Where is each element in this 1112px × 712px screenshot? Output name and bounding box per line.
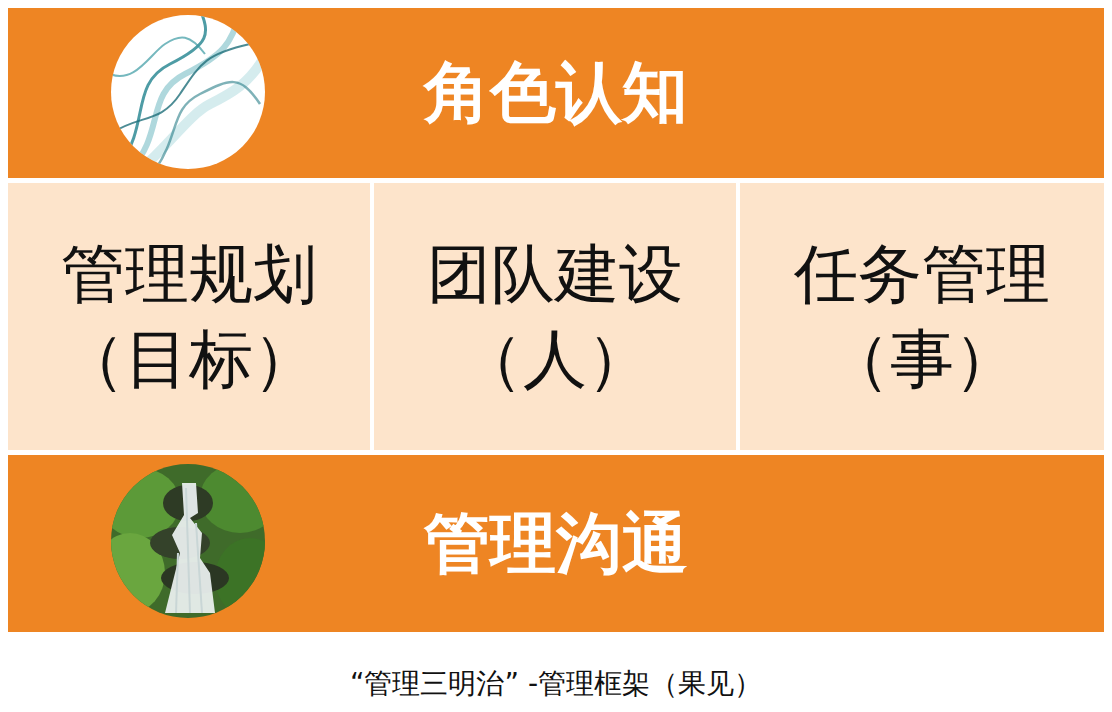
node-title: 团队建设 — [427, 232, 683, 316]
content-cell: 团队建设（人） — [374, 183, 736, 450]
node-title: 角色认知 — [424, 53, 688, 132]
node-subtitle: （人） — [459, 317, 651, 401]
node-subtitle: （事） — [826, 317, 1018, 401]
content-cell: 任务管理（事） — [740, 183, 1104, 450]
content-cell: 管理规划（目标） — [8, 183, 370, 450]
node-subtitle: （目标） — [61, 317, 317, 401]
header-band: 角色认知 — [8, 8, 1104, 178]
caption: “管理三明治” -管理框架（果见） — [0, 666, 1112, 702]
node-title: 管理沟通 — [424, 504, 688, 583]
smoke-illustration — [110, 14, 266, 170]
footer-band: 管理沟通 — [8, 455, 1104, 632]
node-title: 管理规划 — [61, 232, 317, 316]
node-title: 任务管理 — [794, 232, 1050, 316]
waterfall-illustration — [110, 463, 266, 619]
